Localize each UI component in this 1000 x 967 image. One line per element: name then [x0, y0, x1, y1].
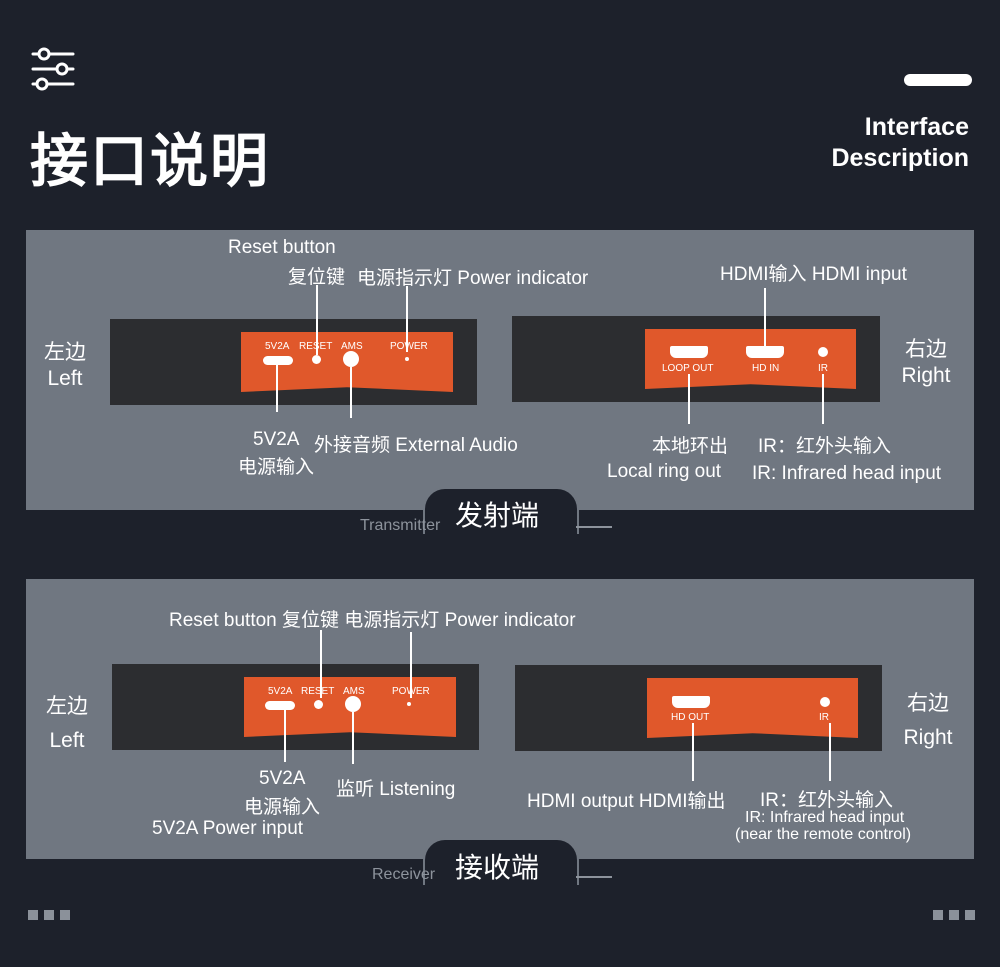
- rx-right-cn: 右边: [907, 692, 949, 715]
- page-title: 接口说明: [30, 129, 271, 194]
- tx-port-power: POWER: [390, 341, 428, 352]
- tx-line-ams: [350, 367, 352, 418]
- rx-line-ir: [829, 723, 831, 781]
- tx-lbl-ir-en: IR: Infrared head input: [752, 463, 942, 484]
- tx-lbl-5v2a-cn: 电源输入: [238, 457, 315, 478]
- title-en-line2: Description: [831, 144, 969, 172]
- tx-reset-en: Reset button: [228, 237, 336, 258]
- dots-icon: [933, 910, 977, 920]
- tx-power-label: 电源指示灯 Power indicator: [357, 268, 589, 289]
- tx-right-en: Right: [901, 364, 951, 387]
- tx-port-ir: IR: [818, 363, 828, 374]
- rx-tag-cn: 接收端: [455, 852, 540, 883]
- rx-port-reset: RESET: [301, 686, 335, 697]
- rx-ir-port: [820, 697, 830, 707]
- rx-lbl-listen: 监听 Listening: [336, 779, 456, 800]
- dots-icon: [28, 910, 72, 920]
- rx-usb-port: [265, 701, 295, 710]
- tx-port-hdin: HD IN: [752, 363, 780, 374]
- rx-line-5v2a: [284, 710, 286, 762]
- rx-line-hdout: [692, 723, 694, 781]
- rx-lbl-5v2a-en: 5V2A Power input: [152, 818, 304, 839]
- tx-right-cn: 右边: [905, 338, 947, 361]
- tx-lbl-loop-cn: 本地环出: [652, 436, 729, 457]
- pill-icon: [904, 74, 972, 86]
- rx-lbl-hdmi-out: HDMI output HDMI输出: [527, 791, 726, 812]
- tx-lbl-loop-en: Local ring out: [607, 461, 722, 482]
- rx-lbl-5v2a: 5V2A: [259, 768, 306, 789]
- rx-lbl-ir-en2: (near the remote control): [735, 826, 912, 843]
- rx-tag: [423, 838, 579, 885]
- tx-port-reset: RESET: [299, 341, 332, 352]
- tx-left-label: 左边 Left: [40, 340, 90, 392]
- tx-ir-port: [818, 347, 828, 357]
- tx-tag: [423, 487, 579, 534]
- tx-line-reset: [316, 285, 318, 355]
- rx-reset-hole: [314, 700, 323, 709]
- tx-right-label: 右边 Right: [898, 337, 954, 389]
- rx-port-ir: IR: [819, 712, 829, 723]
- rx-line-reset: [320, 630, 322, 698]
- rx-left-label: 左边 Left: [40, 690, 94, 758]
- rx-right-plate: [647, 678, 858, 738]
- tx-power-led: [405, 357, 409, 361]
- tx-usb-port: [263, 356, 293, 365]
- rx-ams-jack: [345, 696, 361, 712]
- tx-line-loop: [688, 374, 690, 424]
- rx-lbl-5v2a-cn: 电源输入: [244, 797, 321, 818]
- tx-right-plate: [645, 329, 856, 389]
- tx-tag-cn: 发射端: [455, 500, 540, 531]
- tx-port-loop: LOOP OUT: [662, 363, 714, 374]
- tx-port-5v2a: 5V2A: [265, 341, 290, 352]
- tx-reset-cn: 复位键: [288, 267, 346, 288]
- rx-tag-en: Receiver: [372, 866, 436, 883]
- tx-left-cn: 左边: [44, 341, 86, 364]
- tx-line-hdin: [764, 288, 766, 346]
- tx-line-5v2a: [276, 365, 278, 412]
- rx-tag-line: [576, 876, 612, 878]
- tx-reset-hole: [312, 355, 321, 364]
- tx-hdmi-in-label: HDMI输入 HDMI input: [720, 264, 907, 285]
- tx-left-en: Left: [47, 367, 83, 390]
- tx-port-ams: AMS: [341, 341, 363, 352]
- tx-lbl-5v2a: 5V2A: [253, 429, 300, 450]
- tx-line-ir: [822, 374, 824, 424]
- rx-lbl-ir-en1: IR: Infrared head input: [745, 809, 905, 826]
- tx-tag-line: [576, 526, 612, 528]
- tx-lbl-audio: 外接音频 External Audio: [314, 435, 518, 456]
- tx-ams-jack: [343, 351, 359, 367]
- rx-right-en: Right: [903, 726, 953, 749]
- rx-lbl-ir-cn: IR：红外头输入: [760, 790, 894, 811]
- rx-port-ams: AMS: [343, 686, 365, 697]
- tx-tag-en: Transmitter: [360, 517, 441, 534]
- rx-power-led: [407, 702, 411, 706]
- tx-line-power: [406, 286, 408, 352]
- rx-right-label: 右边 Right: [900, 687, 956, 755]
- rx-top-label: Reset button 复位键 电源指示灯 Power indicator: [169, 610, 576, 631]
- tx-lbl-ir-cn: IR：红外头输入: [758, 436, 892, 457]
- rx-line-ams: [352, 712, 354, 764]
- sliders-icon: [30, 46, 76, 92]
- rx-port-hdout: HD OUT: [671, 712, 710, 723]
- rx-left-cn: 左边: [46, 695, 88, 718]
- tx-loop-out-port: [670, 346, 708, 358]
- rx-hd-out-port: [672, 696, 710, 708]
- tx-hd-in-port: [746, 346, 784, 358]
- rx-port-5v2a: 5V2A: [268, 686, 293, 697]
- rx-left-en: Left: [49, 729, 85, 752]
- title-en-line1: Interface: [864, 113, 969, 141]
- rx-line-power: [410, 632, 412, 698]
